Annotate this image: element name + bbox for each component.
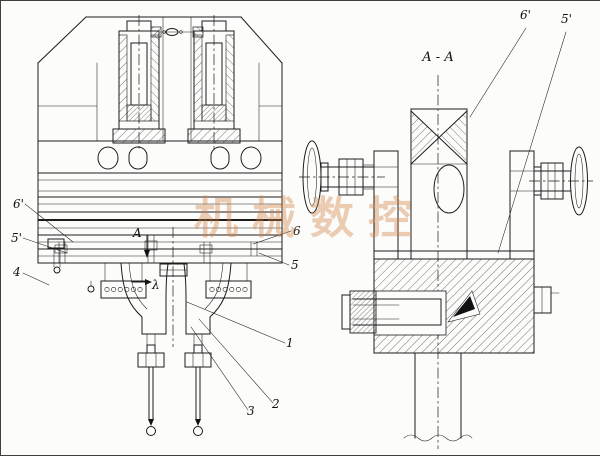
hanging-bolt-right	[184, 333, 212, 436]
bolt-tip-icon	[148, 419, 154, 426]
label-4: 4	[12, 265, 21, 279]
tension-bolt-right	[529, 146, 593, 216]
section-mark-a-label: A	[132, 226, 142, 240]
hanging-bolt-left	[137, 333, 165, 436]
section-title: A - A	[421, 50, 453, 65]
section-arrow-down-icon	[144, 250, 150, 258]
hole-plate-left	[87, 262, 147, 299]
section-view: A - A 6' 5'	[299, 8, 593, 449]
bottom-shaft	[403, 352, 473, 442]
section-mark-lambda-label: λ	[151, 278, 160, 292]
watermark: 机械数控	[194, 193, 426, 244]
section-arrow-right-icon	[145, 279, 152, 285]
front-view-leaders	[22, 203, 292, 411]
label-6: 6	[293, 224, 301, 238]
wedge-pointer-icon	[453, 296, 475, 317]
upper-body	[37, 16, 283, 264]
laminated-plates	[37, 196, 283, 274]
bolt-tip-icon	[195, 419, 201, 426]
label-1: 1	[286, 336, 294, 350]
clamp-cylinder-left	[112, 15, 166, 151]
label-5: 5	[291, 258, 299, 272]
label-6-prime: 6'	[13, 197, 24, 211]
label-3: 3	[247, 404, 255, 418]
side-plate-right	[509, 150, 535, 260]
section-cut-marks: A λ	[131, 226, 160, 292]
label-section-5-prime: 5'	[561, 12, 572, 26]
label-2: 2	[271, 397, 280, 411]
label-section-6-prime: 6'	[520, 8, 531, 22]
punch-die	[120, 227, 232, 347]
tension-bolt-left	[299, 140, 385, 214]
front-view: A λ	[11, 15, 301, 436]
base-block	[341, 258, 560, 354]
section-leaders	[469, 27, 567, 254]
clamp-cylinder-right	[187, 15, 241, 151]
label-5-prime: 5'	[11, 231, 22, 245]
